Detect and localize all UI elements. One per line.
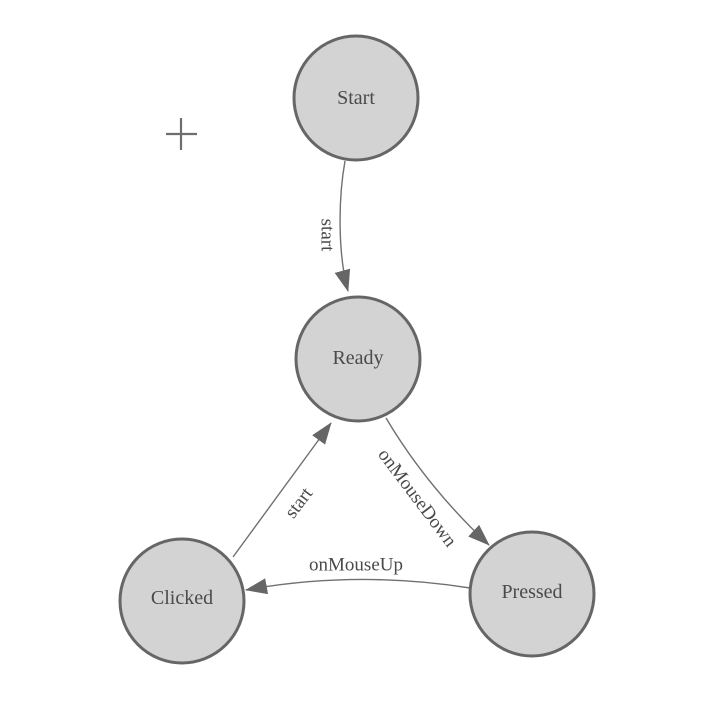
edge-label-start-to-ready: start xyxy=(317,219,338,252)
edge-start-to-ready[interactable]: start xyxy=(317,160,351,292)
node-start-label: Start xyxy=(337,87,375,109)
node-pressed-label: Pressed xyxy=(501,581,562,603)
edge-clicked-to-ready[interactable]: start xyxy=(232,422,332,558)
node-clicked-label: Clicked xyxy=(151,587,213,609)
edge-label-ready-to-pressed: onMouseDown xyxy=(373,445,461,552)
node-ready-label: Ready xyxy=(332,347,383,369)
node-start-circle xyxy=(292,34,420,162)
node-pressed[interactable]: Pressed xyxy=(468,530,596,658)
edge-label-clicked-to-ready: start xyxy=(281,483,318,522)
node-start[interactable]: Start xyxy=(292,34,420,162)
edge-ready-to-pressed[interactable]: onMouseDown xyxy=(373,417,490,552)
edge-label-pressed-to-clicked: onMouseUp xyxy=(309,555,403,576)
node-ready-circle xyxy=(294,295,422,423)
node-clicked[interactable]: Clicked xyxy=(118,537,246,665)
edge-line xyxy=(334,160,351,292)
node-pressed-circle xyxy=(468,530,596,658)
edge-pressed-to-clicked[interactable]: onMouseUp xyxy=(245,555,471,595)
edge-line xyxy=(245,578,471,595)
node-clicked-circle xyxy=(118,537,246,665)
node-ready[interactable]: Ready xyxy=(294,295,422,423)
crosshair-cursor-icon xyxy=(166,118,197,150)
edge-line xyxy=(232,422,332,558)
edge-line xyxy=(385,417,490,546)
